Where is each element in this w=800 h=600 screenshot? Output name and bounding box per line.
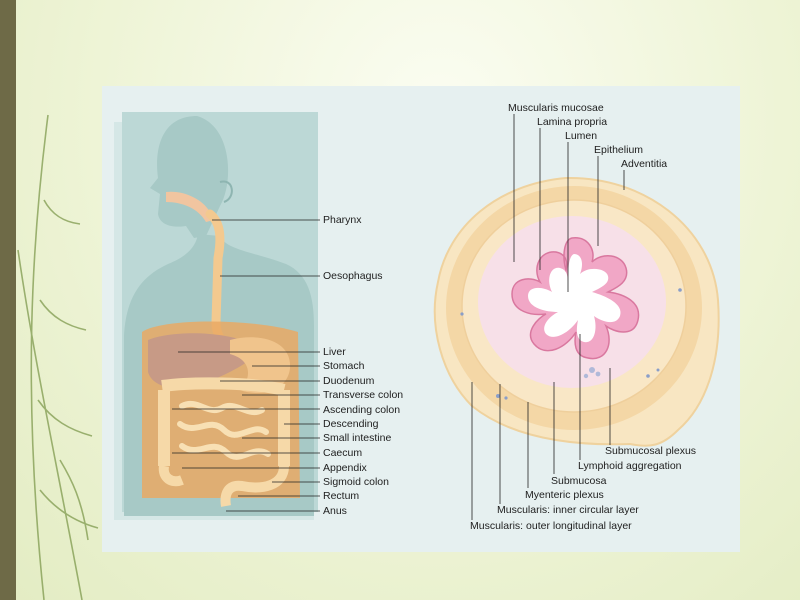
fern-stem xyxy=(30,114,49,600)
fern-frond xyxy=(39,489,99,529)
mouth-cavity xyxy=(166,191,214,222)
label-transverse-colon: Transverse colon xyxy=(323,389,404,401)
digestive-diagram xyxy=(114,112,720,520)
anatomy-leader-lines xyxy=(172,219,320,512)
label-appendix: Appendix xyxy=(323,462,367,474)
label-pharynx: Pharynx xyxy=(323,214,362,226)
body-figure xyxy=(114,112,318,520)
label-caecum: Caecum xyxy=(323,447,363,459)
transverse-colon-organ xyxy=(161,377,286,396)
label-oesophagus: Oesophagus xyxy=(323,270,383,282)
label-rectum: Rectum xyxy=(323,490,360,502)
label-submucosa: Submucosa xyxy=(551,475,607,487)
label-muscularis-inner: Muscularis: inner circular layer xyxy=(497,504,639,516)
small-intestine-organ xyxy=(177,401,271,460)
stomach-organ xyxy=(230,337,291,394)
ear xyxy=(219,180,233,203)
cross-section xyxy=(433,176,720,447)
label-stomach: Stomach xyxy=(323,360,365,372)
label-descending: Descending xyxy=(323,418,379,430)
label-lymphoid-aggregation: Lymphoid aggregation xyxy=(578,460,682,472)
fern-stem xyxy=(17,249,83,600)
label-duodenum: Duodenum xyxy=(323,375,375,387)
head-silhouette xyxy=(150,116,229,238)
fern-frond xyxy=(59,459,89,541)
sigmoid-colon-organ xyxy=(220,465,289,507)
label-adventitia: Adventitia xyxy=(621,158,668,170)
fern-frond xyxy=(43,199,81,225)
label-myenteric-plexus: Myenteric plexus xyxy=(525,489,604,501)
label-anus: Anus xyxy=(323,505,347,517)
lumen-space xyxy=(528,254,621,343)
label-epithelium: Epithelium xyxy=(594,144,644,156)
label-lamina-propria: Lamina propria xyxy=(537,116,608,128)
slide-side-band xyxy=(0,0,16,600)
label-submucosal-plexus: Submucosal plexus xyxy=(605,445,697,457)
lymphoid-aggregation xyxy=(583,367,601,379)
fern-frond xyxy=(39,299,87,331)
myenteric-plexus-dots xyxy=(460,288,682,400)
label-liver: Liver xyxy=(323,346,346,358)
fern-frond xyxy=(37,399,93,437)
label-muscularis-outer: Muscularis: outer longitudinal layer xyxy=(470,520,632,532)
section-leader-lines xyxy=(471,114,625,520)
label-lumen: Lumen xyxy=(565,130,598,142)
caecum-organ xyxy=(158,465,184,487)
label-sigmoid-colon: Sigmoid colon xyxy=(323,476,389,488)
label-muscularis-mucosae: Muscularis mucosae xyxy=(508,102,604,114)
label-small-intestine: Small intestine xyxy=(323,432,392,444)
label-ascending-colon: Ascending colon xyxy=(323,404,401,416)
